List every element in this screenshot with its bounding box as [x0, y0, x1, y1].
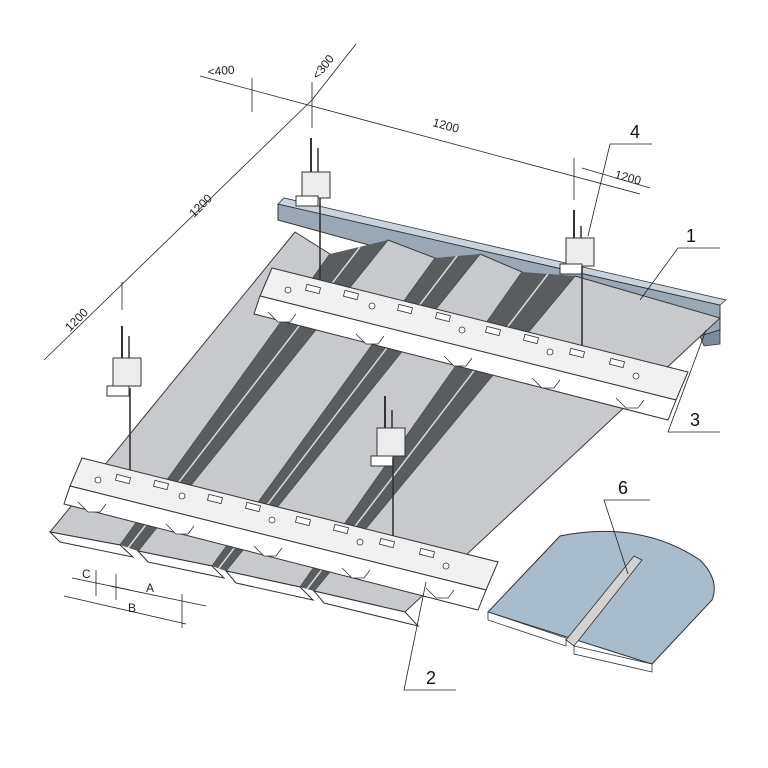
panel-front-edge	[136, 550, 226, 579]
panel-sample	[487, 530, 715, 673]
panel-front-edge	[312, 590, 420, 627]
dimension-a: A	[146, 581, 154, 595]
dimension-lt300: <300	[309, 52, 337, 82]
hanger	[559, 210, 595, 352]
dimension-1200-right: 1200	[613, 167, 643, 188]
dimension-1200-top: 1200	[431, 115, 461, 136]
hanger	[106, 326, 142, 474]
panel-front-edge	[48, 531, 135, 558]
carrier-rail-back	[253, 267, 689, 421]
panel-front-edge	[224, 570, 315, 601]
dimension-lt400: <400	[207, 63, 235, 79]
callout-1: 1	[686, 226, 696, 246]
callout-4: 4	[630, 122, 640, 142]
dimension-c: C	[82, 567, 91, 581]
callout-2: 2	[426, 668, 436, 688]
hangers	[106, 138, 595, 544]
hanger	[295, 138, 331, 282]
hanger	[370, 396, 406, 544]
dimension-lines	[43, 43, 651, 628]
callout-3: 3	[690, 410, 700, 430]
dimension-1200-diagonal: 1200	[186, 191, 215, 220]
carrier-rails	[63, 267, 689, 611]
callout-leaders	[403, 143, 720, 691]
callout-6: 6	[618, 478, 628, 498]
dimension-1200-left: 1200	[62, 305, 91, 334]
carrier-rail-front	[63, 457, 499, 611]
dimension-b: B	[128, 601, 136, 615]
